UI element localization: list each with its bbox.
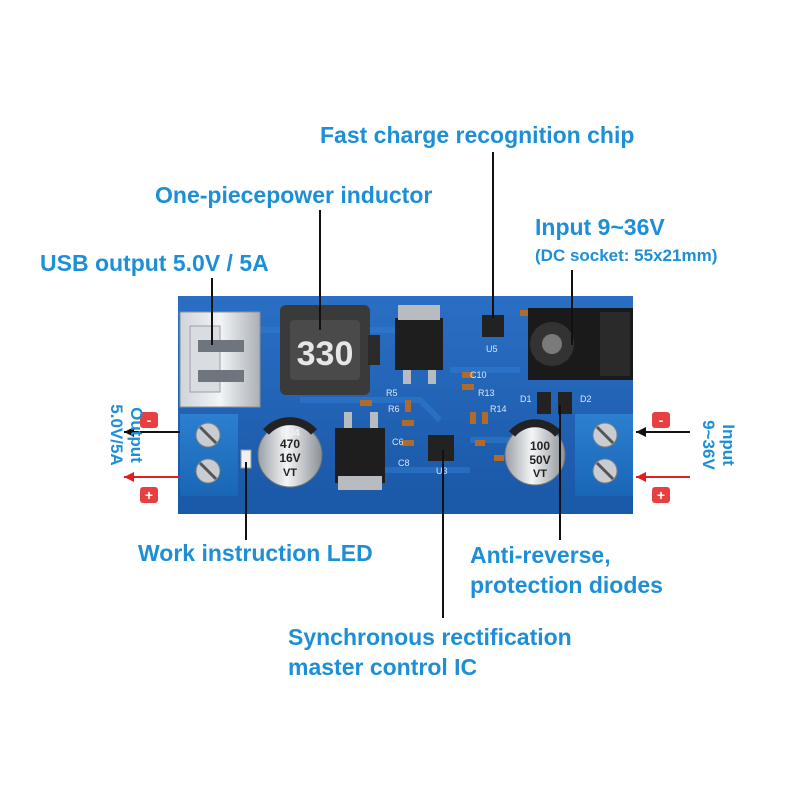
label-dc-socket: (DC socket: 55x21mm) <box>535 246 718 265</box>
cap-left-text-3: VT <box>283 467 297 479</box>
label-fast-charge-chip: Fast charge recognition chip <box>320 122 635 148</box>
cap-left-text-1: 470 <box>280 437 300 451</box>
smd-components <box>360 310 530 461</box>
label-input-line1: Input <box>719 424 738 466</box>
output-arrows <box>124 427 180 482</box>
silk-d2: D2 <box>580 394 592 404</box>
cap-left-text-2: 16V <box>279 451 300 465</box>
output-terminal <box>180 414 238 496</box>
small-ferrite <box>368 335 380 365</box>
label-anti-reverse-line2: protection diodes <box>470 572 663 598</box>
polarity-badges <box>140 412 670 503</box>
label-output-line1: Output <box>127 407 146 463</box>
out-minus-symbol: - <box>147 412 152 428</box>
label-sync-rect-line2: master control IC <box>288 654 478 680</box>
input-terminal <box>575 414 633 496</box>
fast-charge-chip <box>482 315 504 337</box>
cap-right-text-3: VT <box>533 468 547 480</box>
silk-d1: D1 <box>520 394 532 404</box>
label-sync-rect: Synchronous rectification master control… <box>288 622 572 682</box>
label-anti-reverse: Anti-reverse, protection diodes <box>470 540 663 600</box>
silk-r14: R14 <box>490 404 507 414</box>
silk-r6: R6 <box>388 404 400 414</box>
in-minus-symbol: - <box>659 412 664 428</box>
label-output-side: Output 5.0V/5A <box>76 375 146 495</box>
label-input-line2: 9~36V <box>699 420 718 470</box>
out-plus-symbol: + <box>145 487 153 503</box>
label-usb-output: USB output 5.0V / 5A <box>40 250 269 276</box>
leader-lines <box>211 152 573 618</box>
cap-right-text-1: 100 <box>530 439 550 453</box>
inductor-code: 330 <box>297 335 354 373</box>
label-anti-reverse-line1: Anti-reverse, <box>470 542 611 568</box>
protection-diodes <box>537 392 572 414</box>
in-plus-symbol: + <box>657 487 665 503</box>
capacitor-right <box>504 419 566 486</box>
input-arrows <box>636 427 690 482</box>
sync-rect-ic <box>428 435 454 461</box>
label-work-led: Work instruction LED <box>138 540 373 566</box>
usb-port <box>179 311 261 408</box>
silk-u5: U5 <box>486 344 498 354</box>
dc-socket <box>528 308 633 380</box>
cap-left-text-4: SU4 <box>280 428 300 439</box>
silk-c8: C8 <box>398 458 410 468</box>
mosfet-top <box>395 305 443 384</box>
silk-r13: R13 <box>478 388 495 398</box>
silk-c6: C6 <box>392 437 404 447</box>
mosfet-bottom <box>335 412 385 490</box>
label-sync-rect-line1: Synchronous rectification <box>288 624 572 650</box>
label-input-side: Input 9~36V <box>688 385 738 505</box>
power-inductor <box>280 305 370 395</box>
silk-u3: U3 <box>436 466 448 476</box>
silk-c10: C10 <box>470 370 487 380</box>
capacitor-left <box>257 417 323 488</box>
silk-r5: R5 <box>386 388 398 398</box>
label-output-line2: 5.0V/5A <box>107 404 126 466</box>
label-input-voltage: Input 9~36V <box>535 214 665 240</box>
cap-right-text-2: 50V <box>529 453 550 467</box>
label-power-inductor: One-piecepower inductor <box>155 182 433 208</box>
